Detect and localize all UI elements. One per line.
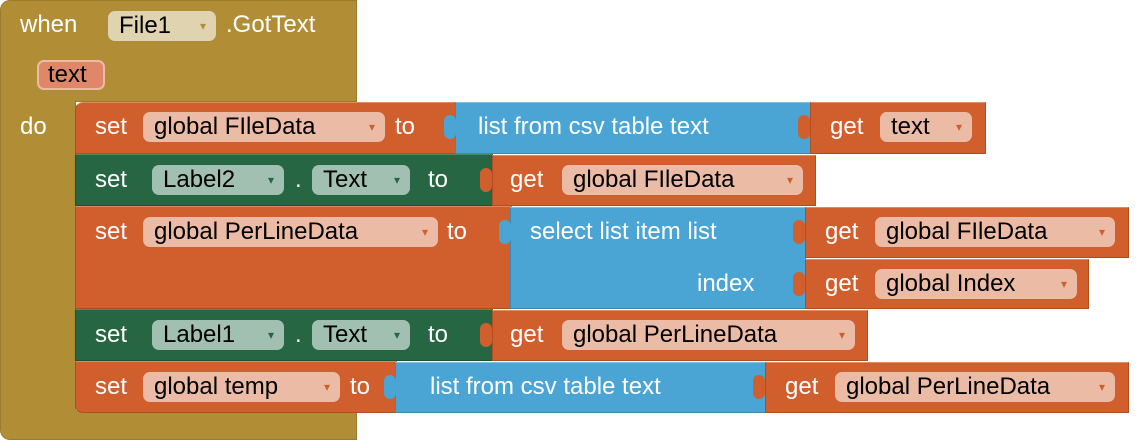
event-name-label: .GotText — [226, 11, 316, 38]
variable-dropdown[interactable]: global FIleData ▾ — [562, 165, 803, 195]
dropdown-arrow-icon: ▾ — [1060, 277, 1067, 291]
dropdown-value: global Index — [886, 270, 1016, 297]
get-label: get — [510, 166, 544, 193]
dropdown-arrow-icon: ▾ — [1098, 380, 1105, 394]
dropdown-value: Label2 — [163, 166, 236, 193]
to-label: to — [395, 113, 416, 140]
dropdown-arrow-icon: ▾ — [393, 328, 400, 342]
connector-notch — [499, 220, 511, 244]
set-label: set — [95, 166, 128, 193]
get-label: get — [510, 321, 544, 348]
connector-notch — [793, 220, 805, 244]
dropdown-arrow-icon: ▾ — [955, 120, 962, 134]
when-label: when — [20, 11, 78, 38]
variable-dropdown[interactable]: global PerLineData ▾ — [143, 217, 438, 247]
dropdown-value: File1 — [119, 12, 172, 39]
dropdown-value: global FIleData — [573, 166, 735, 193]
to-label: to — [428, 166, 449, 193]
connector-notch — [444, 115, 456, 139]
dropdown-arrow-icon: ▾ — [786, 173, 793, 187]
connector-notch — [753, 375, 765, 399]
dropdown-value: Text — [323, 166, 368, 193]
dropdown-value: Label1 — [163, 321, 236, 348]
connector-notch — [480, 168, 492, 192]
set-label2-text-block[interactable] — [75, 154, 493, 206]
dropdown-arrow-icon: ▾ — [838, 328, 845, 342]
connector-notch — [793, 272, 805, 296]
block-label: list from csv table text — [430, 373, 661, 400]
dropdown-value: global PerLineData — [154, 218, 359, 245]
dot-label: . — [295, 166, 302, 193]
dropdown-arrow-icon: ▾ — [199, 19, 206, 33]
get-label: get — [825, 218, 859, 245]
dropdown-arrow-icon: ▾ — [368, 120, 375, 134]
set-label: set — [95, 373, 128, 400]
dropdown-value: text — [891, 113, 930, 140]
variable-dropdown[interactable]: global PerLineData ▾ — [562, 320, 855, 350]
get-label: get — [830, 113, 864, 140]
set-label: set — [95, 218, 128, 245]
dropdown-arrow-icon: ▾ — [393, 173, 400, 187]
do-label: do — [20, 113, 47, 140]
variable-dropdown[interactable]: global FIleData ▾ — [143, 112, 385, 142]
dropdown-arrow-icon: ▾ — [267, 328, 274, 342]
variable-dropdown[interactable]: global PerLineData ▾ — [835, 372, 1115, 402]
to-label: to — [350, 373, 371, 400]
property-dropdown[interactable]: Text ▾ — [312, 165, 410, 195]
variable-dropdown[interactable]: text ▾ — [880, 112, 972, 142]
dropdown-value: Text — [323, 321, 368, 348]
list-from-csv-table-block[interactable] — [455, 102, 811, 154]
dot-label: . — [295, 321, 302, 348]
get-label: get — [825, 270, 859, 297]
component-dropdown-file1[interactable]: File1 ▾ — [108, 11, 216, 41]
dropdown-arrow-icon: ▾ — [323, 380, 330, 394]
dropdown-value: global temp — [154, 373, 279, 400]
event-do-column — [0, 100, 76, 412]
variable-dropdown[interactable]: global FIleData ▾ — [875, 217, 1115, 247]
variable-dropdown[interactable]: global Index ▾ — [875, 269, 1077, 299]
select-list-item-block[interactable] — [510, 207, 806, 309]
dropdown-value: global PerLineData — [573, 321, 778, 348]
param-text[interactable]: text — [37, 60, 105, 90]
param-label: text — [48, 61, 87, 88]
connector-notch — [384, 375, 396, 399]
dropdown-arrow-icon: ▾ — [1098, 225, 1105, 239]
to-label: to — [447, 218, 468, 245]
dropdown-value: global FIleData — [886, 218, 1048, 245]
property-dropdown[interactable]: Text ▾ — [312, 320, 410, 350]
component-dropdown[interactable]: Label1 ▾ — [152, 320, 284, 350]
set-label: set — [95, 113, 128, 140]
index-label: index — [697, 270, 755, 297]
get-label: get — [785, 373, 819, 400]
block-label: list from csv table text — [478, 113, 709, 140]
connector-notch — [798, 115, 810, 139]
component-dropdown[interactable]: Label2 ▾ — [152, 165, 284, 195]
set-label: set — [95, 321, 128, 348]
to-label: to — [428, 321, 449, 348]
dropdown-value: global FIleData — [154, 113, 316, 140]
dropdown-value: global PerLineData — [846, 373, 1051, 400]
block-label: select list item list — [530, 218, 717, 245]
dropdown-arrow-icon: ▾ — [421, 225, 428, 239]
variable-dropdown[interactable]: global temp ▾ — [143, 372, 340, 402]
event-block-bottom — [0, 410, 357, 440]
list-from-csv-table-block[interactable] — [395, 362, 766, 413]
dropdown-arrow-icon: ▾ — [267, 173, 274, 187]
connector-notch — [480, 323, 492, 347]
